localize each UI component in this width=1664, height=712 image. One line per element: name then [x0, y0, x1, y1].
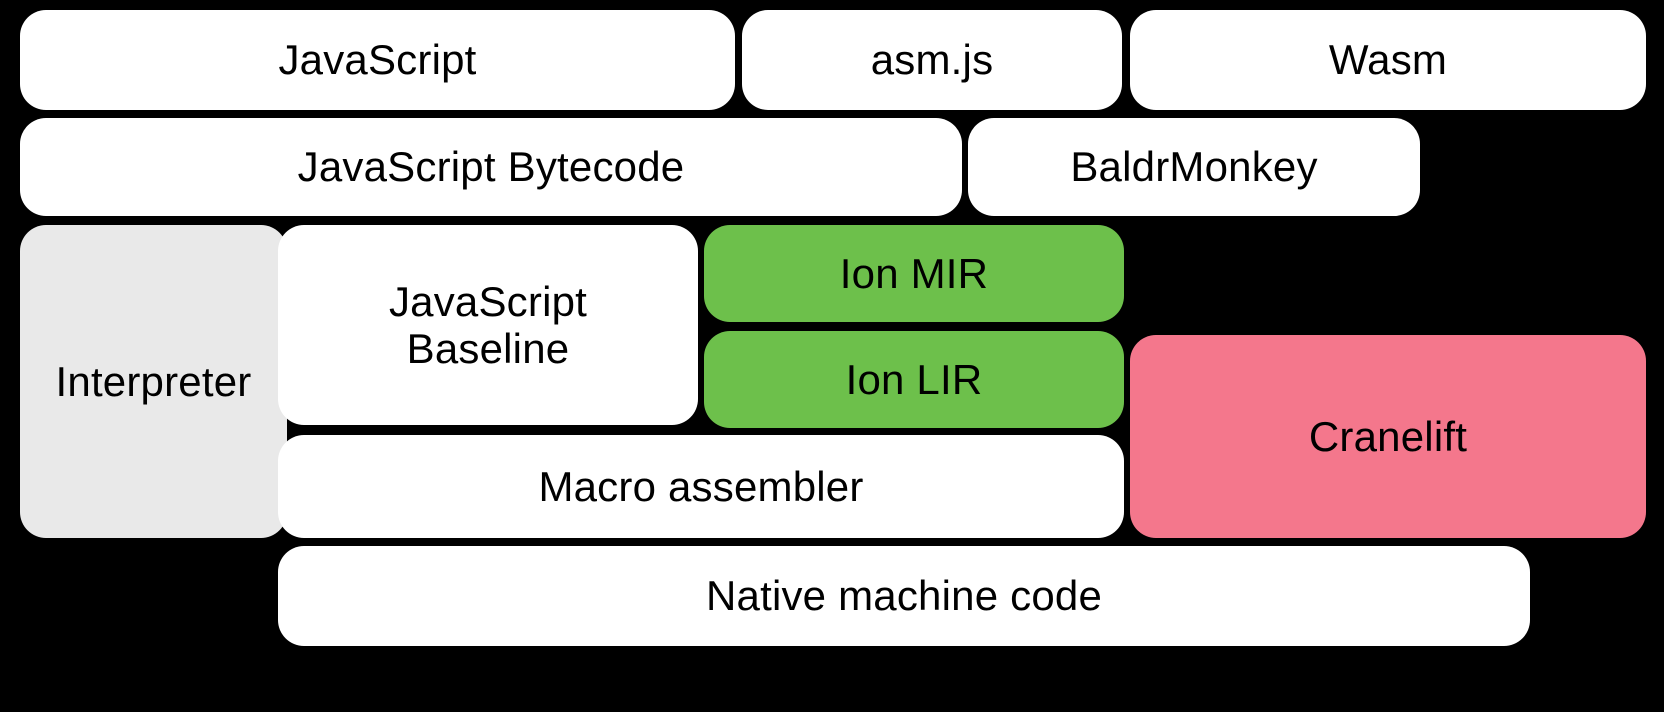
node-label-native-machine-code: Native machine code	[705, 572, 1102, 620]
node-javascript-bytecode: JavaScript Bytecode	[20, 118, 962, 216]
node-javascript: JavaScript	[20, 10, 735, 110]
node-cranelift: Cranelift	[1130, 335, 1646, 538]
node-wasm: Wasm	[1130, 10, 1646, 110]
node-native-machine-code: Native machine code	[278, 546, 1530, 646]
node-label-baldrmonkey: BaldrMonkey	[1070, 143, 1318, 191]
node-label-ion-mir: Ion MIR	[839, 249, 989, 297]
node-label-ion-lir: Ion LIR	[845, 355, 983, 403]
node-label-macro-assembler: Macro assembler	[538, 462, 864, 510]
node-label-wasm: Wasm	[1328, 36, 1448, 84]
node-label-interpreter: Interpreter	[55, 357, 252, 405]
node-javascript-baseline: JavaScript Baseline	[278, 225, 698, 425]
node-label-javascript-baseline: JavaScript Baseline	[388, 277, 588, 372]
node-interpreter: Interpreter	[20, 225, 287, 538]
node-label-javascript-bytecode: JavaScript Bytecode	[297, 143, 685, 191]
node-asmjs: asm.js	[742, 10, 1122, 110]
node-label-asmjs: asm.js	[870, 36, 994, 84]
node-baldrmonkey: BaldrMonkey	[968, 118, 1420, 216]
node-label-javascript: JavaScript	[278, 36, 477, 84]
node-label-cranelift: Cranelift	[1308, 412, 1468, 460]
node-ion-lir: Ion LIR	[704, 331, 1124, 428]
node-ion-mir: Ion MIR	[704, 225, 1124, 322]
node-macro-assembler: Macro assembler	[278, 435, 1124, 538]
